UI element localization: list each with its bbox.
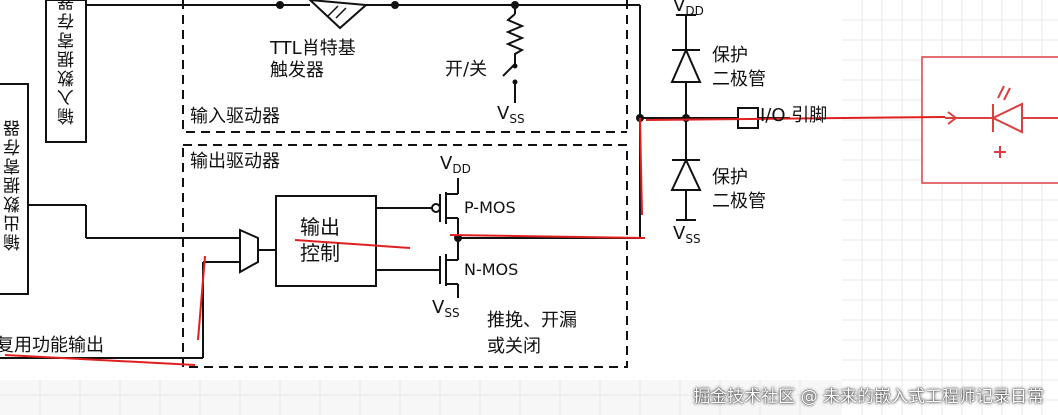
schmitt-trigger-symbol [308,0,369,30]
mux-symbol [239,228,259,274]
red-annotations [4,116,946,366]
watermark: 掘金技术社区 @ 未来的嵌入式工程师记录日常 [693,387,1044,407]
vss-diode-label: VSS [673,223,701,247]
led-component-frame [921,56,1058,184]
lower-protection-diode [670,157,702,221]
input-driver-box [182,0,627,133]
input-data-register-label: 输入数据寄存器 [58,0,78,125]
output-driver-box [182,144,628,368]
alt-function-output-label: 复用功能输出 [0,335,104,356]
nmos-transistor [439,254,459,298]
pmos-label: P-MOS [464,198,516,217]
input-data-register-box [45,0,87,143]
vss-nmos-label: VSS [432,297,460,321]
input-driver-label: 输入驱动器 [190,106,280,127]
output-control-box [275,195,377,287]
lower-protect-diode-label: 保护 二极管 [712,167,766,212]
output-driver-label: 输出驱动器 [190,151,280,172]
upper-protection-diode [670,14,702,83]
output-data-register-label: 输出数据寄存器 [4,118,24,251]
vdd-diode-label: VDD [673,0,704,18]
push-pull-label: 推挽、开漏 或关闭 [487,310,577,357]
switch-label: 开/关 [445,59,488,80]
resistor-symbol [505,13,525,64]
ttl-trigger-label: TTL肖特基 触发器 [270,38,356,81]
pmos-transistor [431,178,459,224]
output-control-label: 输出 控制 [300,215,340,265]
io-pin-label: I/O 引脚 [760,105,828,126]
nmos-label: N-MOS [464,260,519,279]
upper-protect-diode-label: 保护 二极管 [712,45,766,90]
output-data-register-box [0,83,29,295]
led-symbol-icon [945,85,1058,158]
vdd-pmos-label: VDD [440,153,471,177]
vss-switch-label: VSS [497,103,525,127]
switch-symbol [502,63,516,90]
